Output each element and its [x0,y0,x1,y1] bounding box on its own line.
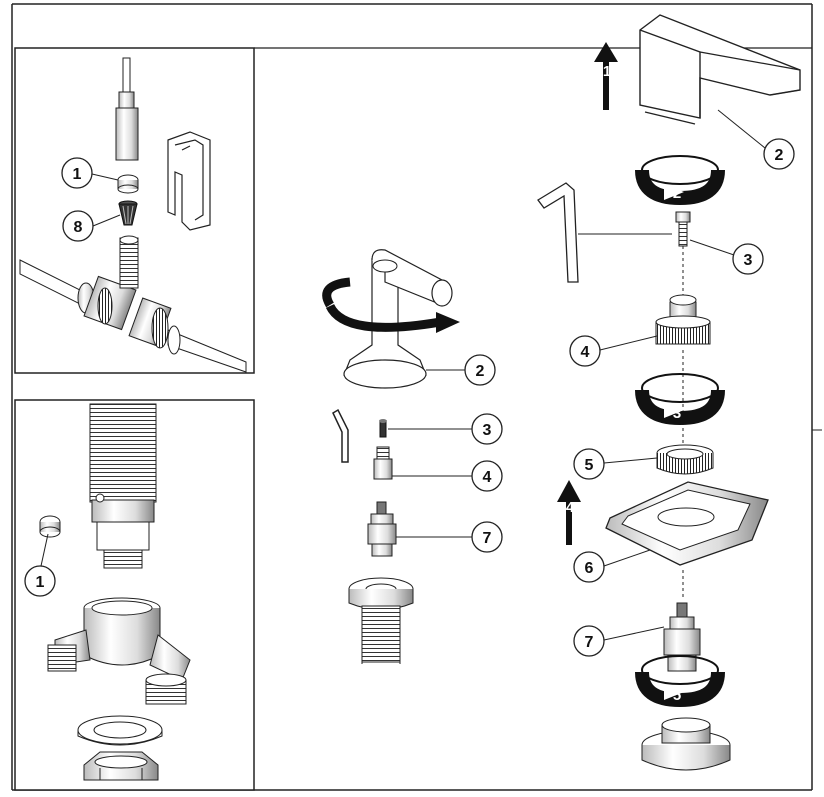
callout-right-5: 5 [573,448,658,480]
splined-adapter [373,446,393,480]
allen-key-small [332,408,349,463]
svg-text:8: 8 [74,219,83,236]
callout-mid-7: 7 [396,521,503,553]
supply-hose [115,57,139,161]
svg-text:7: 7 [585,634,594,651]
retaining-clip [167,131,211,231]
svg-text:5: 5 [585,457,594,474]
callout-inset-bottom-1: 1 [24,533,56,597]
step-label-5: 5 [673,687,681,704]
step-label-4: 4 [566,499,575,516]
svg-text:4: 4 [483,469,492,486]
rotate-arrow-icon [322,277,460,333]
escutcheon-plate [605,481,769,566]
flex-hose-valve [89,403,157,569]
filter-screen [118,200,138,226]
inset-panel-top [14,47,255,374]
inset-panel-bottom [14,399,255,791]
step-label-2: 2 [673,185,681,202]
svg-text:6: 6 [585,560,594,577]
callout-right-3: 3 [689,239,764,275]
svg-text:2: 2 [775,147,784,164]
middle-assembly [322,249,460,666]
step-label-1: 1 [603,63,611,80]
union-fitting [47,597,191,705]
svg-text:2: 2 [476,363,485,380]
rotate-band-icon-2 [635,373,725,426]
callout-inset-top-1: 1 [61,157,119,189]
valve-cartridge [367,501,397,557]
ring-washer-bottom [39,515,61,538]
callout-right-6: 6 [573,549,651,583]
svg-text:1: 1 [73,166,82,183]
lever-handle [343,249,453,389]
up-arrow-icon [594,42,618,110]
callout-inset-top-8: 8 [62,210,121,242]
valve-cartridge-right [663,602,701,672]
retaining-nut [656,444,714,475]
flat-washer [77,715,163,746]
ring-washer [117,174,139,194]
hex-nut [83,751,159,781]
threaded-shank [348,577,414,666]
svg-text:3: 3 [744,252,753,269]
right-assembly [537,14,801,771]
set-screw [379,419,387,438]
rotate-band-icon-3 [635,655,725,708]
callout-mid-3: 3 [388,413,503,445]
base-fitting [641,717,731,771]
callout-mid-4: 4 [392,460,503,492]
knurled-adapter [655,294,711,345]
allen-key-large [537,182,672,283]
step-label-3: 3 [673,405,681,422]
callout-right-4: 4 [569,335,658,367]
svg-text:4: 4 [581,344,590,361]
svg-text:7: 7 [483,530,492,547]
rotate-band-icon [635,155,725,206]
callout-mid-2: 2 [426,354,496,386]
svg-text:1: 1 [36,574,45,591]
up-arrow-icon-2 [557,480,581,545]
pipe-tee-fitting [19,235,247,373]
callout-right-2: 2 [717,109,795,170]
svg-text:3: 3 [483,422,492,439]
square-handle [639,14,801,125]
hex-screw [675,211,691,247]
callout-right-7: 7 [573,625,665,657]
